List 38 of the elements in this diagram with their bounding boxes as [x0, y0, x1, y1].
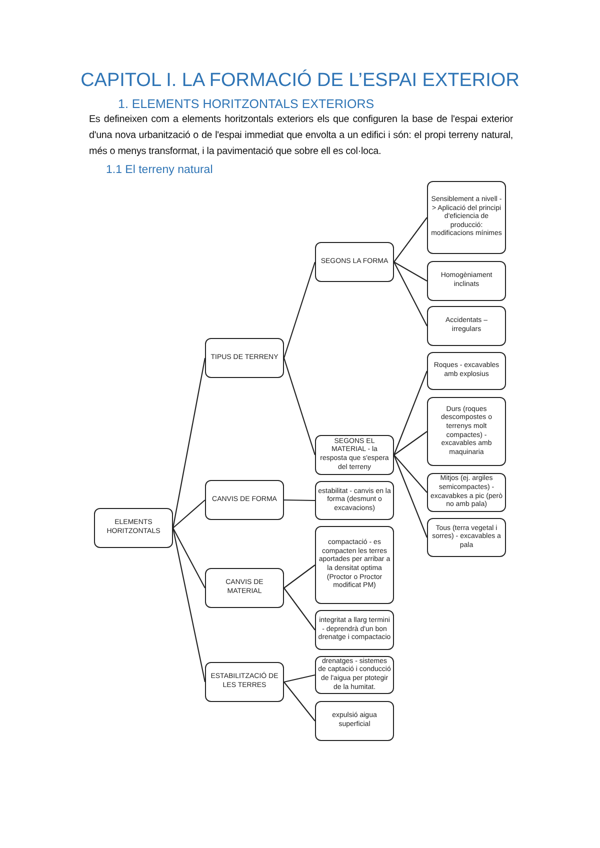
- rounded-box: [427, 352, 506, 390]
- subsection-heading: 1.1 El terreny natural: [106, 164, 213, 176]
- connector-line: [284, 588, 316, 630]
- rounded-box: [205, 662, 284, 702]
- rounded-box: [315, 526, 394, 604]
- connector-line: [284, 674, 316, 683]
- rounded-box: [94, 508, 173, 548]
- connector-line: [283, 262, 316, 358]
- page-title: CAPITOL I. LA FORMACIÓ DE L’ESPAI EXTERIOR: [80, 70, 520, 92]
- connector-line: [394, 431, 428, 456]
- connector-line: [284, 682, 316, 722]
- connector-line: [172, 528, 206, 682]
- section-heading: 1. ELEMENTS HORITZONTALS EXTERIORS: [118, 97, 374, 111]
- connector-line: [394, 217, 428, 262]
- rounded-box: [205, 338, 284, 378]
- connector-line: [394, 262, 428, 326]
- rounded-box: [205, 568, 284, 608]
- rounded-box: [427, 397, 506, 466]
- rounded-box: [315, 701, 394, 741]
- connector-line: [284, 564, 316, 588]
- connector-line: [172, 528, 206, 588]
- connector-line: [172, 358, 206, 528]
- connector-line: [394, 262, 428, 282]
- rounded-box: [315, 610, 394, 650]
- connector-line: [283, 358, 316, 456]
- rounded-box: [205, 480, 284, 520]
- rounded-box: [427, 518, 506, 557]
- connector-line: [394, 454, 428, 493]
- connector-line: [172, 500, 206, 528]
- connector-line: [284, 499, 315, 502]
- rounded-box: [427, 181, 506, 254]
- rounded-box: [315, 242, 394, 282]
- connector-line: [393, 454, 428, 538]
- body-paragraph: Es defineixen com a elements horitzontals exteriors els que configuren la base de l'espai exterior d'una nova urbanització o de l'espai immediat que envolta a un edifici i són: el propi terreny natural, més o menys transformat, i la pavimentació que sobre ell es col·loca.: [89, 113, 513, 159]
- rounded-box: [427, 306, 506, 346]
- rounded-box: [315, 481, 394, 520]
- rounded-box: [427, 261, 506, 301]
- connector-line: [393, 370, 428, 456]
